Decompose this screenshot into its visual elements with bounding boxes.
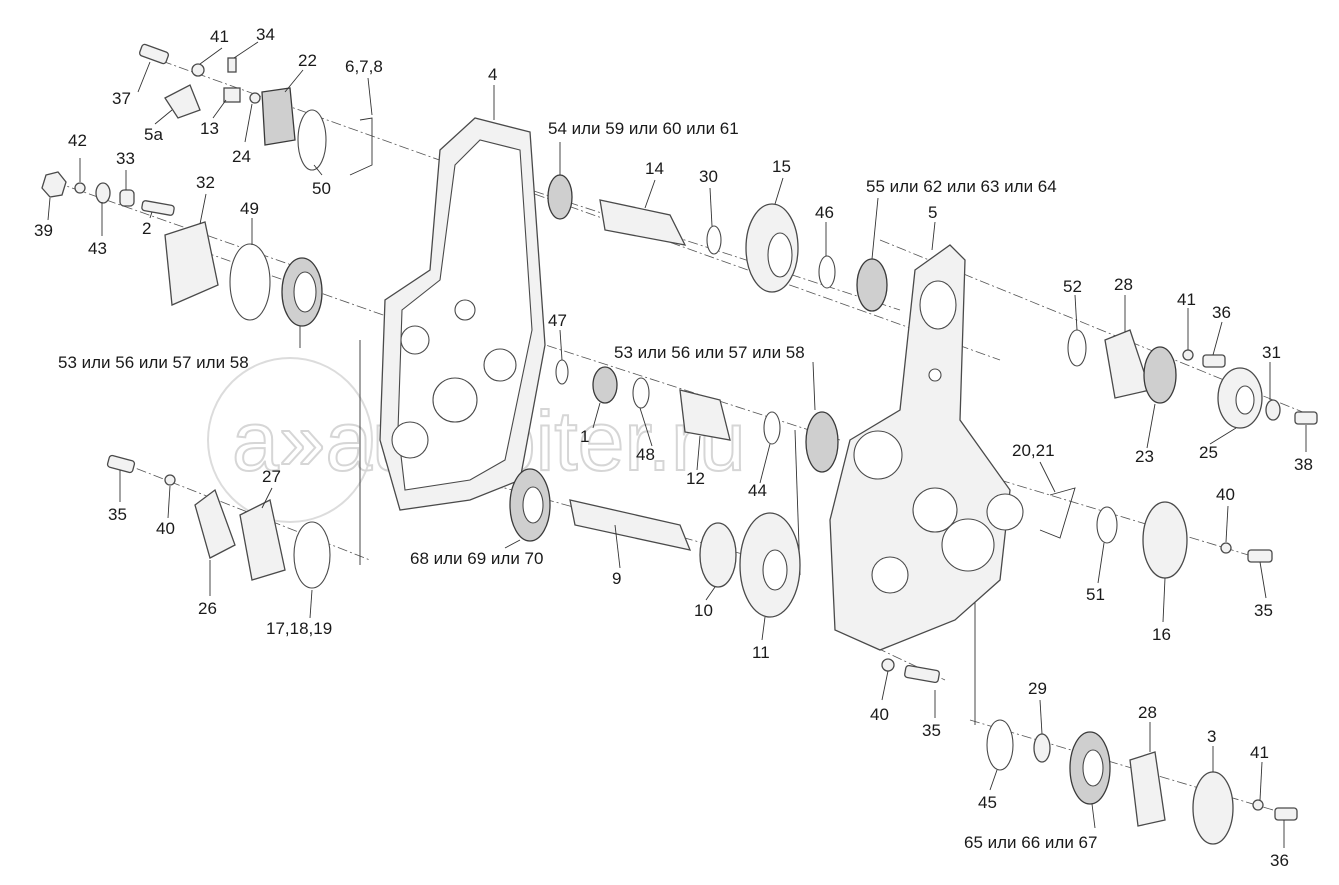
label-37: 37 — [112, 89, 131, 108]
label-12: 12 — [686, 469, 705, 488]
label-38: 38 — [1294, 455, 1313, 474]
label-40a: 40 — [156, 519, 175, 538]
label-53-56-57-58a: 53 или 56 или 57 или 58 — [58, 353, 249, 372]
label-22: 22 — [298, 51, 317, 70]
label-35c: 35 — [922, 721, 941, 740]
label-28b: 28 — [1138, 703, 1157, 722]
label-27: 27 — [262, 467, 281, 486]
label-30: 30 — [699, 167, 718, 186]
label-43: 43 — [88, 239, 107, 258]
label-16: 16 — [1152, 625, 1171, 644]
label-48: 48 — [636, 445, 655, 464]
label-51: 51 — [1086, 585, 1105, 604]
label-20-21: 20,21 — [1012, 441, 1055, 460]
label-1: 1 — [580, 427, 589, 446]
label-41b: 41 — [1177, 290, 1196, 309]
label-14: 14 — [645, 159, 664, 178]
label-32: 32 — [196, 173, 215, 192]
label-15: 15 — [772, 157, 791, 176]
parts — [41, 43, 1318, 845]
label-44: 44 — [748, 481, 767, 500]
label-33: 33 — [116, 149, 135, 168]
housing-4 — [379, 117, 546, 511]
label-3: 3 — [1207, 727, 1216, 746]
label-9: 9 — [612, 569, 621, 588]
label-31: 31 — [1262, 343, 1281, 362]
label-23: 23 — [1135, 447, 1154, 466]
label-26: 26 — [198, 599, 217, 618]
label-49: 49 — [240, 199, 259, 218]
label-36b: 36 — [1270, 851, 1289, 870]
label-41c: 41 — [1250, 743, 1269, 762]
label-4: 4 — [488, 65, 497, 84]
label-29: 29 — [1028, 679, 1047, 698]
housing-5 — [829, 244, 1024, 651]
label-34: 34 — [256, 25, 275, 44]
label-39: 39 — [34, 221, 53, 240]
label-40b: 40 — [1216, 485, 1235, 504]
label-54-59-60-61: 54 или 59 или 60 или 61 — [548, 119, 739, 138]
label-68-69-70: 68 или 69 или 70 — [410, 549, 543, 568]
label-28a: 28 — [1114, 275, 1133, 294]
label-6-7-8: 6,7,8 — [345, 57, 383, 76]
label-35a: 35 — [108, 505, 127, 524]
label-5a: 5a — [144, 125, 163, 144]
label-5: 5 — [928, 203, 937, 222]
label-53-56-57-58b: 53 или 56 или 57 или 58 — [614, 343, 805, 362]
label-13: 13 — [200, 119, 219, 138]
label-25: 25 — [1199, 443, 1218, 462]
label-24: 24 — [232, 147, 251, 166]
label-52: 52 — [1063, 277, 1082, 296]
label-40c: 40 — [870, 705, 889, 724]
label-55-62-63-64: 55 или 62 или 63 или 64 — [866, 177, 1057, 196]
label-17-18-19: 17,18,19 — [266, 619, 332, 638]
label-41a: 41 — [210, 27, 229, 46]
label-35b: 35 — [1254, 601, 1273, 620]
label-46: 46 — [815, 203, 834, 222]
label-11: 11 — [752, 643, 770, 662]
part-labels: 41 34 22 6,7,8 4 37 5a 13 24 50 42 33 32… — [34, 25, 1313, 870]
label-10: 10 — [694, 601, 713, 620]
label-42: 42 — [68, 131, 87, 150]
label-65-66-67: 65 или 66 или 67 — [964, 833, 1097, 852]
label-45: 45 — [978, 793, 997, 812]
label-2: 2 — [142, 219, 151, 238]
leaders — [47, 41, 1307, 848]
label-47: 47 — [548, 311, 567, 330]
label-36a: 36 — [1212, 303, 1231, 322]
label-50: 50 — [312, 179, 331, 198]
